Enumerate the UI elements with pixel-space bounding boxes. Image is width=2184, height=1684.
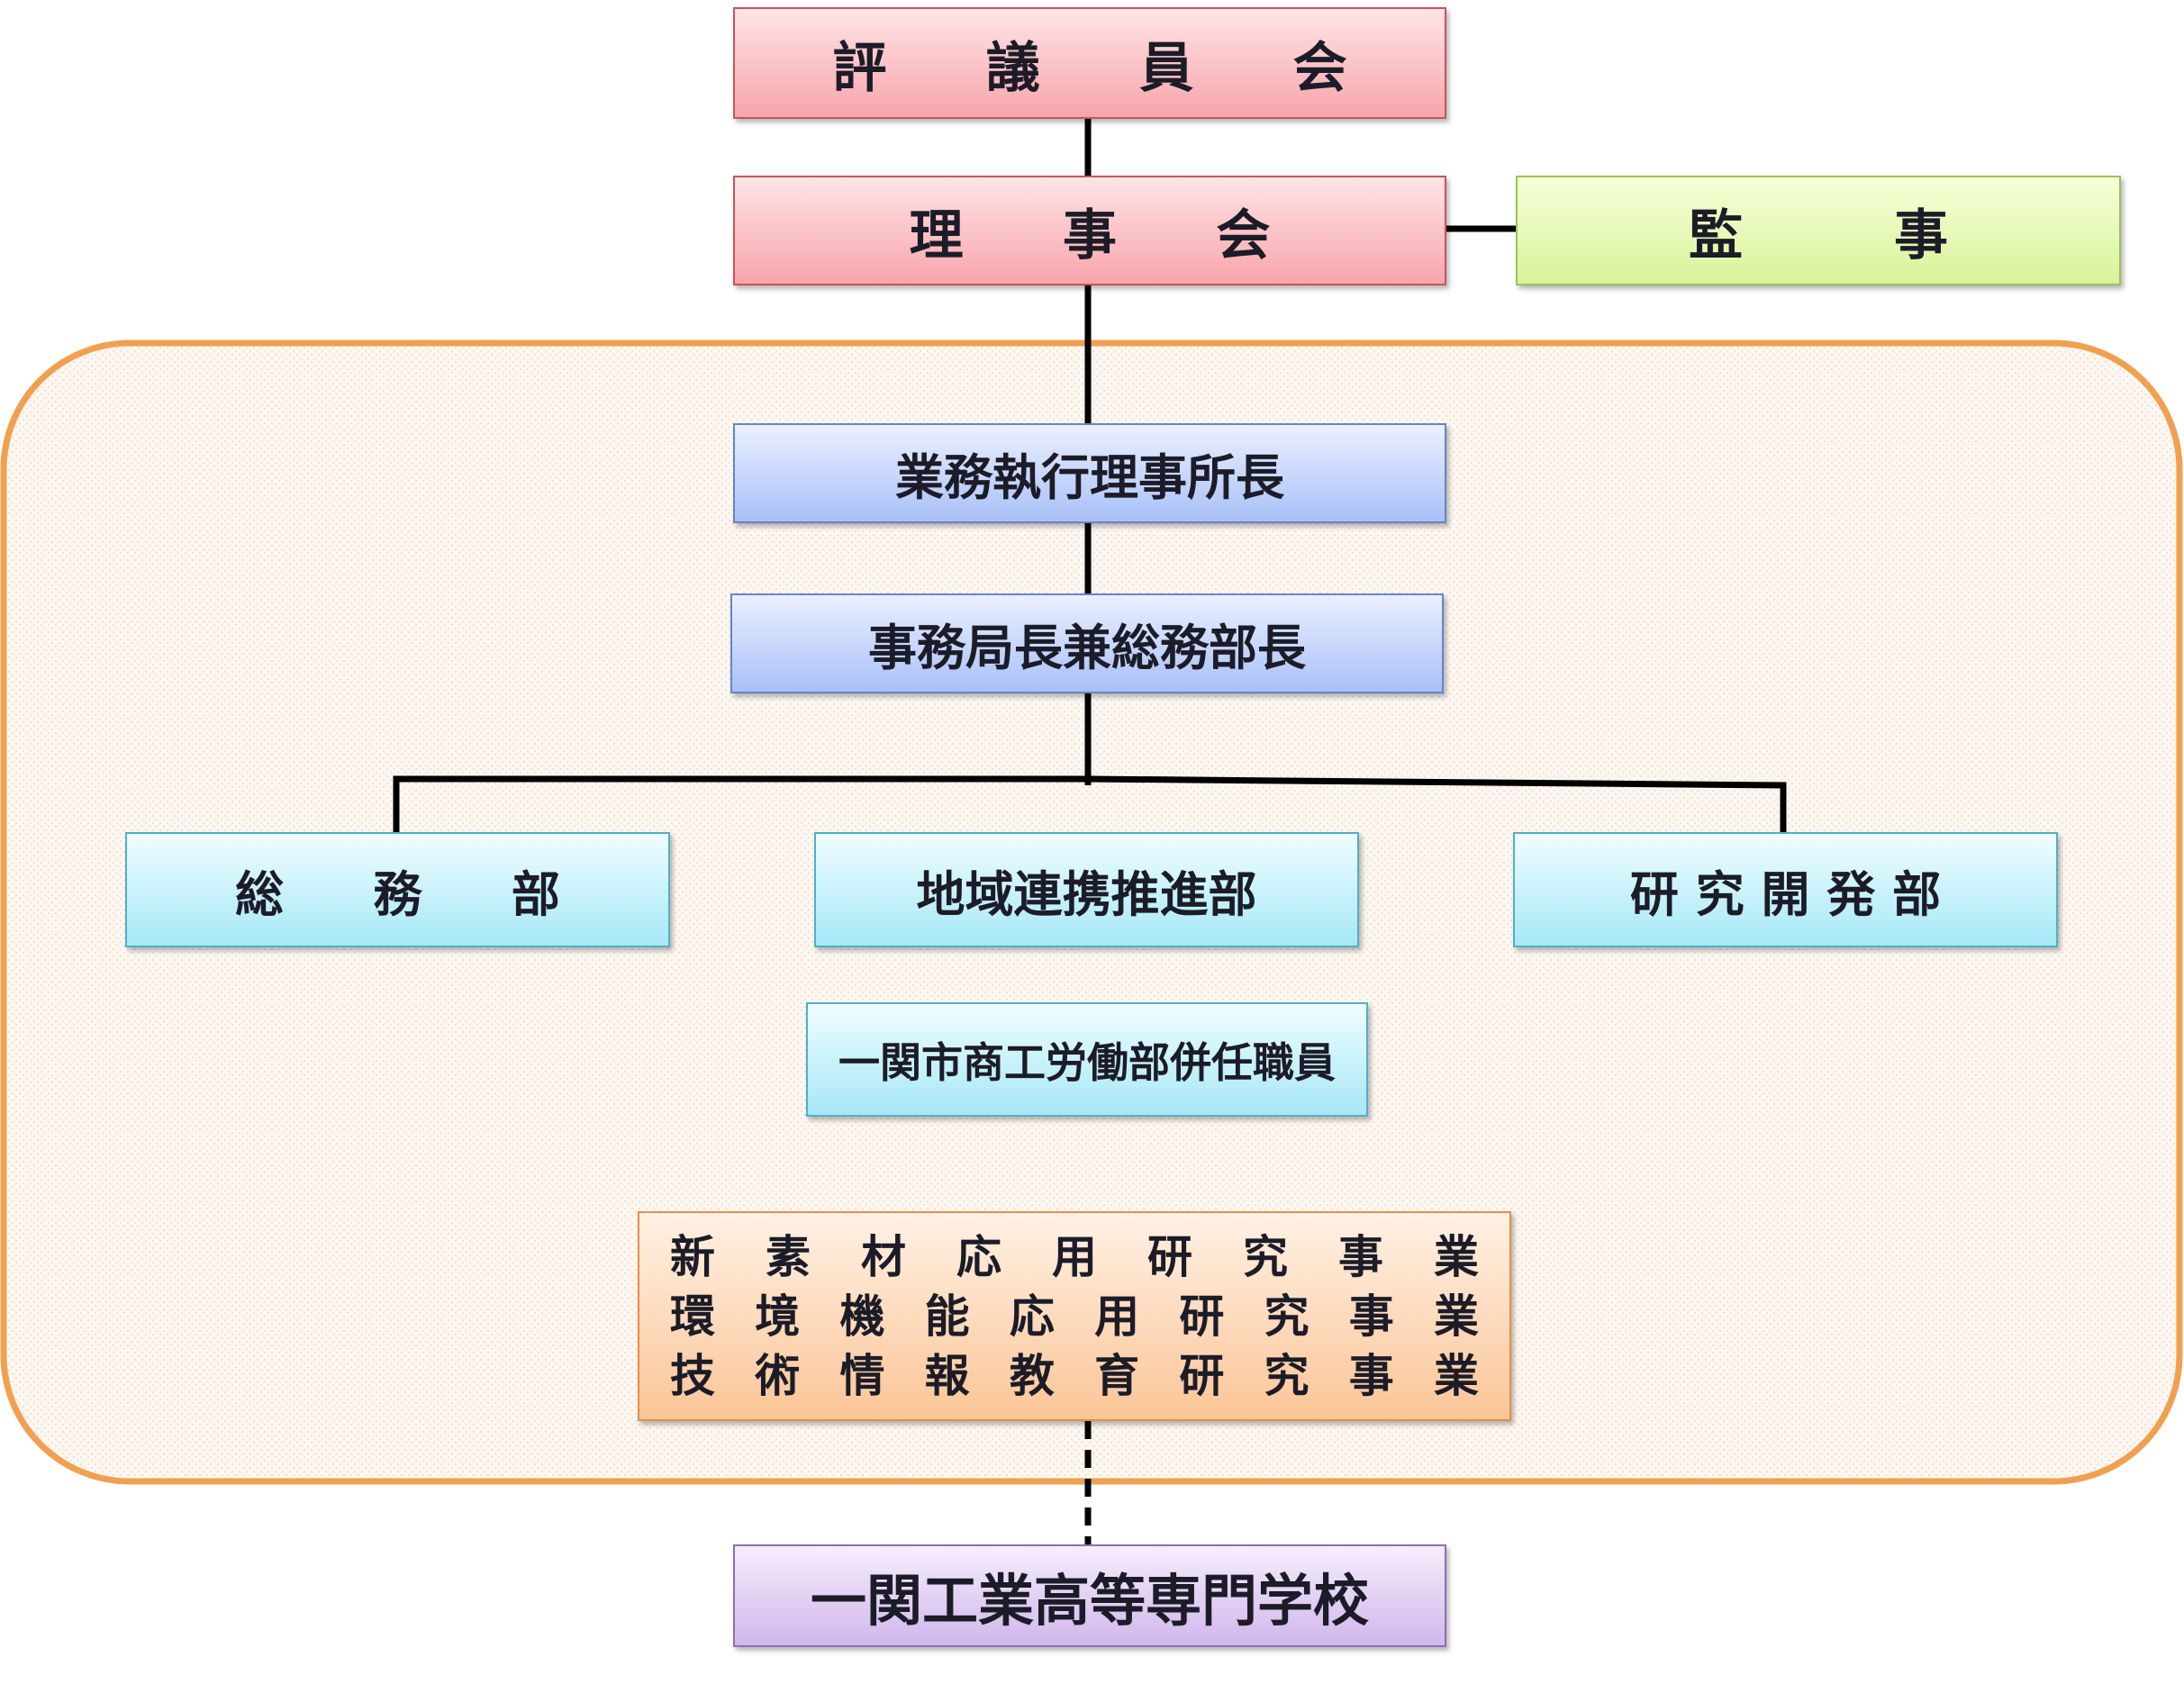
partner-school-label: 一関工業高等専門学校 (810, 1568, 1369, 1634)
department-general-affairs: 総 務 部 (125, 832, 670, 947)
research-project-item: 環境機能応用研究事業 (670, 1290, 1479, 1343)
department-label: 研 究 開 発 部 (1629, 865, 1942, 923)
secretary-general-box: 事務局長兼総務部長 (730, 593, 1444, 693)
auditor-label: 監 事 (1689, 204, 1997, 267)
research-project-item: 技術情報教育研究事業 (670, 1349, 1479, 1402)
department-regional-cooperation: 地域連携推進部 (814, 832, 1359, 947)
research-projects-box: 新素材応用研究事業環境機能応用研究事業技術情報教育研究事業 (638, 1211, 1511, 1421)
concurrent-staff-label: 一関市商工労働部併任職員 (838, 1037, 1336, 1087)
secretary-general-label: 事務局長兼総務部長 (868, 620, 1306, 676)
department-research-development: 研 究 開 発 部 (1513, 832, 2058, 947)
council-label: 評 議 員 会 (832, 36, 1370, 100)
research-project-item: 新素材応用研究事業 (670, 1230, 1479, 1283)
department-label: 総 務 部 (235, 865, 581, 923)
partner-school-box: 一関工業高等専門学校 (733, 1544, 1446, 1647)
department-label: 地域連携推進部 (916, 865, 1257, 923)
concurrent-staff-box: 一関市商工労働部併任職員 (806, 1002, 1368, 1117)
board-label: 理 事 会 (909, 204, 1293, 267)
executive-director-label: 業務執行理事所長 (895, 449, 1284, 506)
connectors (393, 119, 1787, 1544)
board-box: 理 事 会 (733, 176, 1446, 285)
connector-department-bar (393, 775, 1787, 832)
council-box: 評 議 員 会 (733, 7, 1446, 119)
executive-director-box: 業務執行理事所長 (733, 423, 1446, 523)
auditor-box: 監 事 (1516, 176, 2121, 285)
